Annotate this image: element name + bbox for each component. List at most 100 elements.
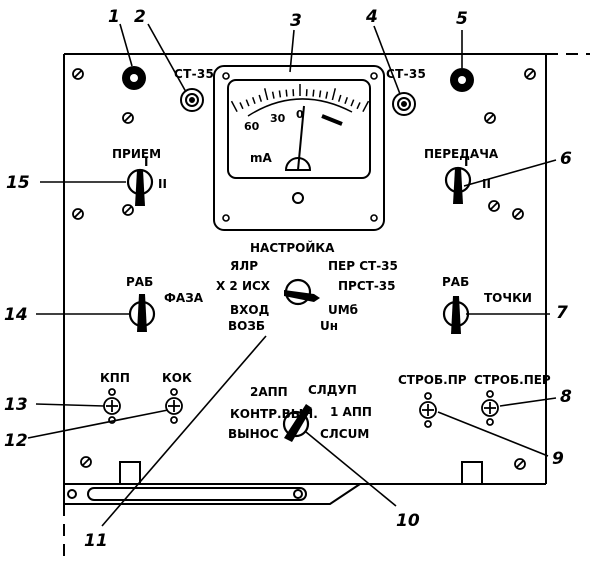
vxod-label: ВХОД [230, 303, 269, 317]
screw-icon [514, 458, 526, 470]
kpp-label: КПП [100, 371, 130, 385]
screw-icon [80, 456, 92, 468]
callout-4: 4 [365, 7, 378, 27]
rab-label-left: РАБ [126, 275, 153, 289]
priem-label: ПРИЕМ [112, 147, 161, 161]
connector-2 [180, 88, 204, 112]
trim-pot-8 [481, 390, 499, 426]
knob-1 [122, 66, 146, 90]
callout-3: 3 [290, 11, 302, 31]
kok-label: КОК [162, 371, 192, 385]
callout-2: 2 [134, 7, 146, 27]
screw-icon [512, 208, 524, 220]
trim-pot-9 [419, 392, 437, 428]
meter-scale-ticks [230, 84, 370, 113]
screw-icon [72, 208, 84, 220]
trim-pot-12 [165, 388, 183, 424]
meter-tick [337, 94, 342, 102]
meter-tick [356, 102, 361, 110]
meter-tick [239, 102, 244, 110]
peredacha-pos-I: I [464, 155, 468, 169]
callout-8: 8 [560, 387, 572, 407]
callout-12: 12 [4, 431, 28, 451]
app2-label: 2АПП [250, 385, 288, 399]
nastroyka-label: НАСТРОЙКА [250, 240, 335, 255]
callout-15: 15 [6, 173, 30, 193]
knob-5 [450, 68, 474, 92]
un-label: Uн [320, 319, 338, 333]
meter: 60 30 0 mA [213, 65, 385, 231]
strob-per-label: СТРОБ.ПЕР [474, 373, 551, 387]
prst35-label: ПРСТ-35 [338, 279, 396, 293]
meter-tick [258, 94, 263, 102]
meter-tick [350, 99, 355, 107]
foot-right [461, 461, 483, 485]
vynos-label: ВЫНОС [228, 427, 279, 441]
meter-tick [344, 96, 349, 105]
leader-lines [27, 23, 557, 527]
meter-tick [285, 89, 288, 97]
callout-10: 10 [396, 511, 420, 531]
screw-icon [72, 68, 84, 80]
sl-sum-label: СЛСUМ [320, 427, 369, 441]
meter-needle [297, 105, 305, 171]
meter-tick [278, 90, 282, 98]
trim-pot-13 [103, 388, 121, 424]
connector-4 [392, 92, 416, 116]
screws [72, 68, 536, 470]
selector-10 [282, 404, 312, 442]
callout-1: 1 [108, 7, 120, 27]
sl-dup-label: СЛДУП [308, 383, 357, 397]
callout-14: 14 [4, 305, 28, 325]
meter-tick [271, 91, 275, 99]
callout-11: 11 [84, 531, 108, 551]
switch-7-tochki [442, 296, 470, 334]
callout-7: 7 [556, 303, 568, 323]
peredacha-pos-II: II [482, 177, 491, 191]
meter-tick [245, 99, 250, 107]
meter-zero-adjust [292, 192, 304, 204]
callout-9: 9 [552, 449, 564, 469]
screw-icon [484, 112, 496, 124]
app1-label: 1 АПП [330, 405, 372, 419]
meter-mounting-holes [222, 72, 378, 222]
strob-pr-label: СТРОБ.ПР [398, 373, 467, 387]
callout-13: 13 [4, 395, 28, 415]
screw-icon [122, 204, 134, 216]
faza-label: ФАЗА [164, 291, 204, 305]
meter-tick [251, 96, 256, 105]
foot-left [119, 461, 141, 485]
x2isx-label: X 2 ИСХ [216, 279, 271, 293]
scale-30: 30 [270, 112, 286, 125]
meter-tick [318, 90, 322, 98]
per-st35-label: ПЕР СТ-35 [328, 259, 398, 273]
tochki-label: ТОЧКИ [484, 291, 532, 305]
scale-60: 60 [244, 120, 260, 133]
screw-icon [524, 68, 536, 80]
priem-pos-II: II [158, 177, 167, 191]
meter-tick [312, 89, 315, 97]
bottom-rail [63, 483, 361, 505]
meter-unit: mA [250, 151, 273, 165]
rab-label-right: РАБ [442, 275, 469, 289]
meter-tick [325, 91, 329, 99]
st35-label-left: СТ-35 [174, 67, 214, 81]
yalr-label: ЯЛР [230, 259, 258, 273]
meter-tick [331, 88, 337, 101]
meter-tick [230, 100, 238, 113]
voz6-label: ВОЗБ [228, 319, 265, 333]
screw-icon [488, 200, 500, 212]
meter-tick [362, 100, 370, 113]
selector-nastroyka [284, 278, 320, 306]
kontr-vyn-label: КОНТР.ВЫН. [230, 407, 318, 421]
switch-6-peredacha [444, 166, 472, 204]
switch-14-faza [128, 294, 156, 332]
switch-15-priem [126, 168, 154, 206]
umb-label: UMб [328, 303, 358, 317]
callout-6: 6 [560, 149, 572, 169]
priem-pos-I: I [144, 155, 148, 169]
screw-icon [122, 112, 134, 124]
st35-label-right: СТ-35 [386, 67, 426, 81]
scale-0: 0 [296, 108, 304, 121]
